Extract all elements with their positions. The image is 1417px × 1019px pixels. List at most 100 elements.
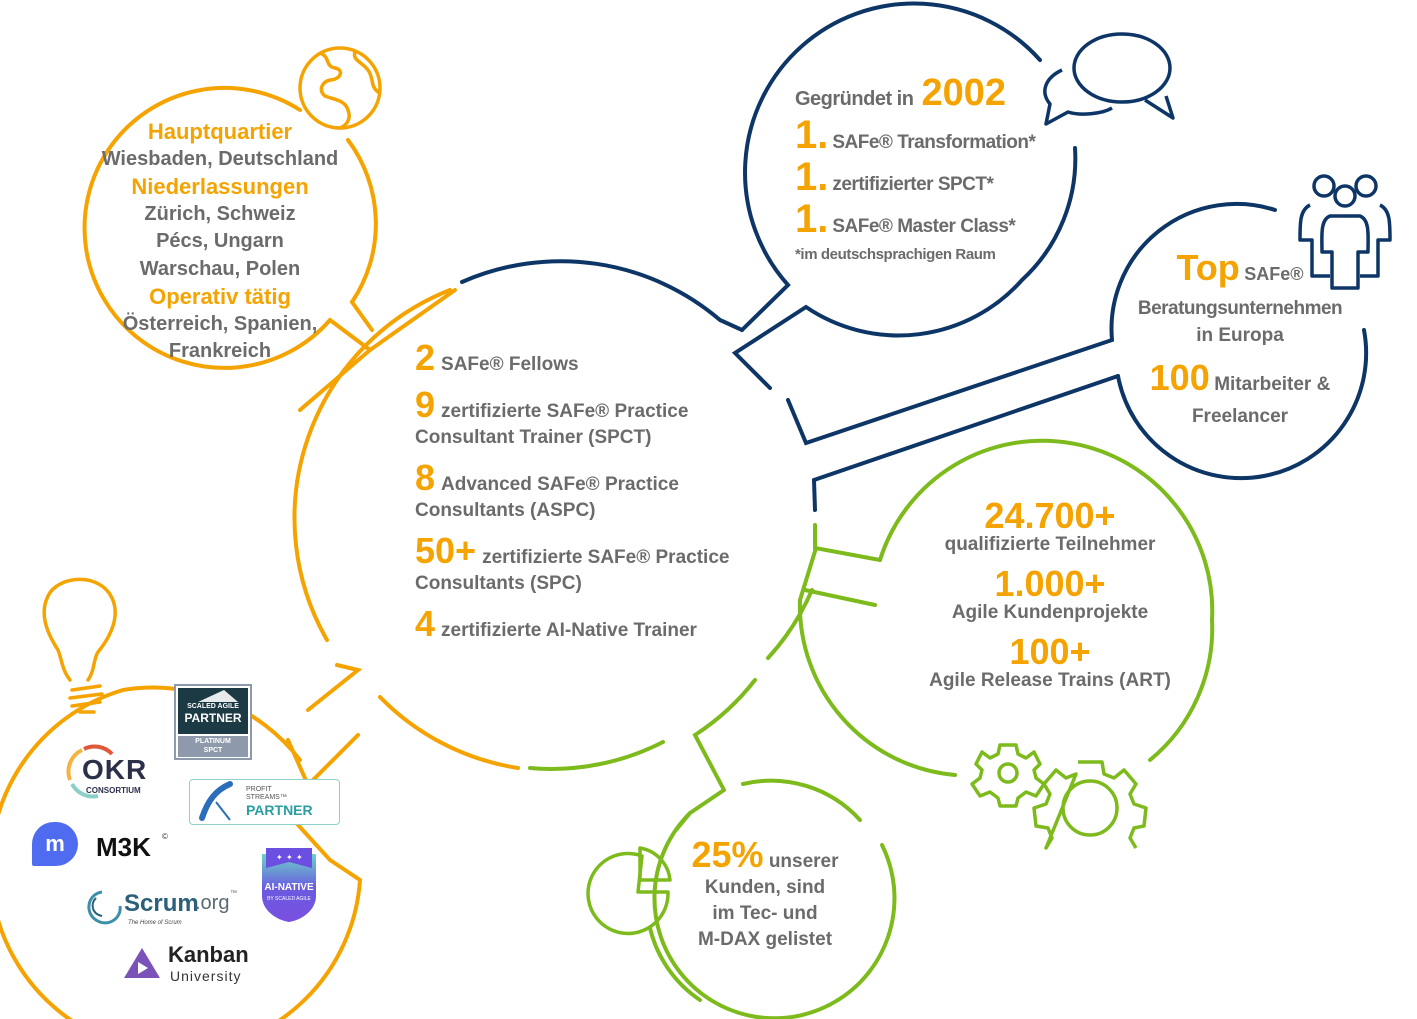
ai-native-badge-icon: ✦✦✦	[262, 848, 316, 922]
rank-number: 1.	[795, 197, 829, 241]
operations-heading: Operativ tätig	[149, 284, 291, 309]
logo-text: .org	[195, 892, 230, 914]
customers-block: 25% unserer Kunden, sind im Tec- und M-D…	[670, 837, 860, 953]
logo-text: M3K	[96, 832, 151, 862]
certification-count: 2	[415, 337, 436, 378]
logo-text: SPCT	[203, 747, 223, 754]
founded-label: Gegründet in	[795, 88, 914, 110]
staff-label: Mitarbeiter &	[1214, 374, 1331, 395]
customers-circle-left	[648, 926, 702, 1002]
ranking-line2: Beratungsunternehmen	[1137, 298, 1343, 319]
customers-circle-top	[674, 778, 862, 832]
customers-line: M-DAX gelistet	[697, 929, 833, 950]
stat-number: 24.700+	[984, 495, 1116, 536]
hq-connector-2	[350, 288, 457, 352]
certification-count: 4	[415, 603, 436, 644]
scaled-agile-partner-logo: SCALED AGILE PARTNER PLATINUM SPCT	[174, 684, 252, 760]
rank-number: 1.	[795, 113, 829, 157]
stats-circle-left	[797, 546, 957, 777]
staff-count: 100	[1149, 357, 1210, 398]
customers-line: Kunden, sind	[704, 877, 826, 898]
top-connector-upper	[786, 338, 1114, 446]
customers-circle	[652, 788, 897, 1019]
logo-text: SCALED AGILE	[187, 703, 239, 710]
hq-heading: Hauptquartier	[147, 119, 293, 144]
hq-value: Wiesbaden, Deutschland	[101, 147, 339, 170]
certification-count: 50+	[415, 530, 477, 571]
lightbulb-icon	[42, 577, 117, 714]
certification-label: SAFe® Fellows	[441, 354, 579, 375]
certification-label-2: Consultant Trainer (SPCT)	[415, 427, 652, 448]
ai-native-logo: ✦✦✦ AI-NATIVE BY SCALED AGILE	[258, 846, 320, 922]
okr-consortium-logo: OKR CONSORTIUM	[62, 740, 162, 800]
customers-line: im Tec- und	[712, 903, 818, 924]
founded-year: 2002	[921, 72, 1006, 114]
footnote: *im deutschsprachigen Raum	[795, 246, 996, 263]
logo-text: Scrum	[124, 890, 199, 917]
founded-circle	[740, 1, 1042, 332]
partners-circle	[0, 688, 363, 1019]
svg-text:✦: ✦	[296, 853, 303, 862]
top-connector-lower	[812, 374, 1120, 482]
branches-heading: Niederlassungen	[131, 174, 309, 199]
logo-text: AI-NATIVE	[264, 882, 314, 893]
logo-text: PLATINUM	[195, 738, 231, 745]
ranking-block: Top SAFe® Beratungsunternehmen in Europa…	[1115, 248, 1365, 430]
m3k-mark-icon: m	[32, 822, 78, 866]
stat-label: qualifizierte Teilnehmer	[944, 534, 1156, 555]
svg-text:✦: ✦	[276, 853, 283, 862]
certification-count: 9	[415, 384, 436, 425]
hq-circle	[82, 85, 332, 370]
stat-label: Agile Kundenprojekte	[951, 602, 1149, 623]
pie-chart-icon	[586, 846, 672, 936]
certification-label: zertifizierte SAFe® Practice	[441, 401, 689, 422]
stats-circle	[878, 438, 1215, 762]
logo-text: PARTNER	[246, 802, 313, 818]
scrum-org-logo: Scrum .org ™ The Home of Scrum	[82, 886, 242, 932]
logo-text: Kanban	[168, 942, 249, 967]
scrum-swirl-icon	[87, 890, 122, 925]
people-icon	[1298, 174, 1392, 290]
logo-text: ™	[230, 890, 237, 897]
hq-circle-right	[346, 138, 378, 304]
stat-label: Agile Release Trains (ART)	[929, 670, 1171, 691]
logo-text: CONSORTIUM	[86, 786, 141, 795]
gears-icon	[970, 743, 1148, 850]
rank-number: 1.	[795, 155, 829, 199]
kanban-university-logo: Kanban University	[122, 942, 262, 986]
logo-text: PARTNER	[184, 711, 242, 725]
top-circle	[1109, 201, 1277, 342]
top-connector-stub	[812, 478, 817, 512]
mountain-icon	[198, 690, 238, 702]
kanban-triangle-icon	[124, 948, 160, 978]
main-circle-green-bottom	[528, 678, 757, 792]
branch-item: Zürich, Schweiz	[144, 202, 296, 225]
okr-ring-icon	[66, 744, 114, 799]
logo-text: University	[170, 968, 242, 984]
stats-connector	[803, 588, 877, 607]
stat-number: 1.000+	[994, 563, 1106, 604]
certification-label: zertifizierte SAFe® Practice	[482, 547, 730, 568]
certification-count: 8	[415, 457, 436, 498]
founded-circle-inner	[731, 146, 1078, 390]
stat-number: 100+	[1009, 631, 1091, 672]
ranking-line3: in Europa	[1196, 325, 1284, 346]
top-circle-lower	[1116, 328, 1369, 481]
operations-item: Österreich, Spanien,	[122, 312, 318, 335]
branch-item: Pécs, Ungarn	[156, 230, 284, 252]
profit-streams-partner-logo: PROFIT STREAMS™ PARTNER	[189, 779, 340, 825]
m3k-logo: m M3K ©	[32, 822, 172, 868]
rank-text: zertifizierter SPCT*	[832, 174, 994, 195]
certification-label: zertifizierte AI-Native Trainer	[441, 620, 697, 641]
staff-label-2: Freelancer	[1191, 406, 1289, 427]
speech-bubbles-icon	[1043, 32, 1175, 126]
top-suffix: SAFe®	[1244, 264, 1304, 284]
customers-line: unserer	[768, 851, 839, 872]
svg-text:✦: ✦	[286, 853, 293, 862]
logo-text: ©	[162, 832, 168, 841]
